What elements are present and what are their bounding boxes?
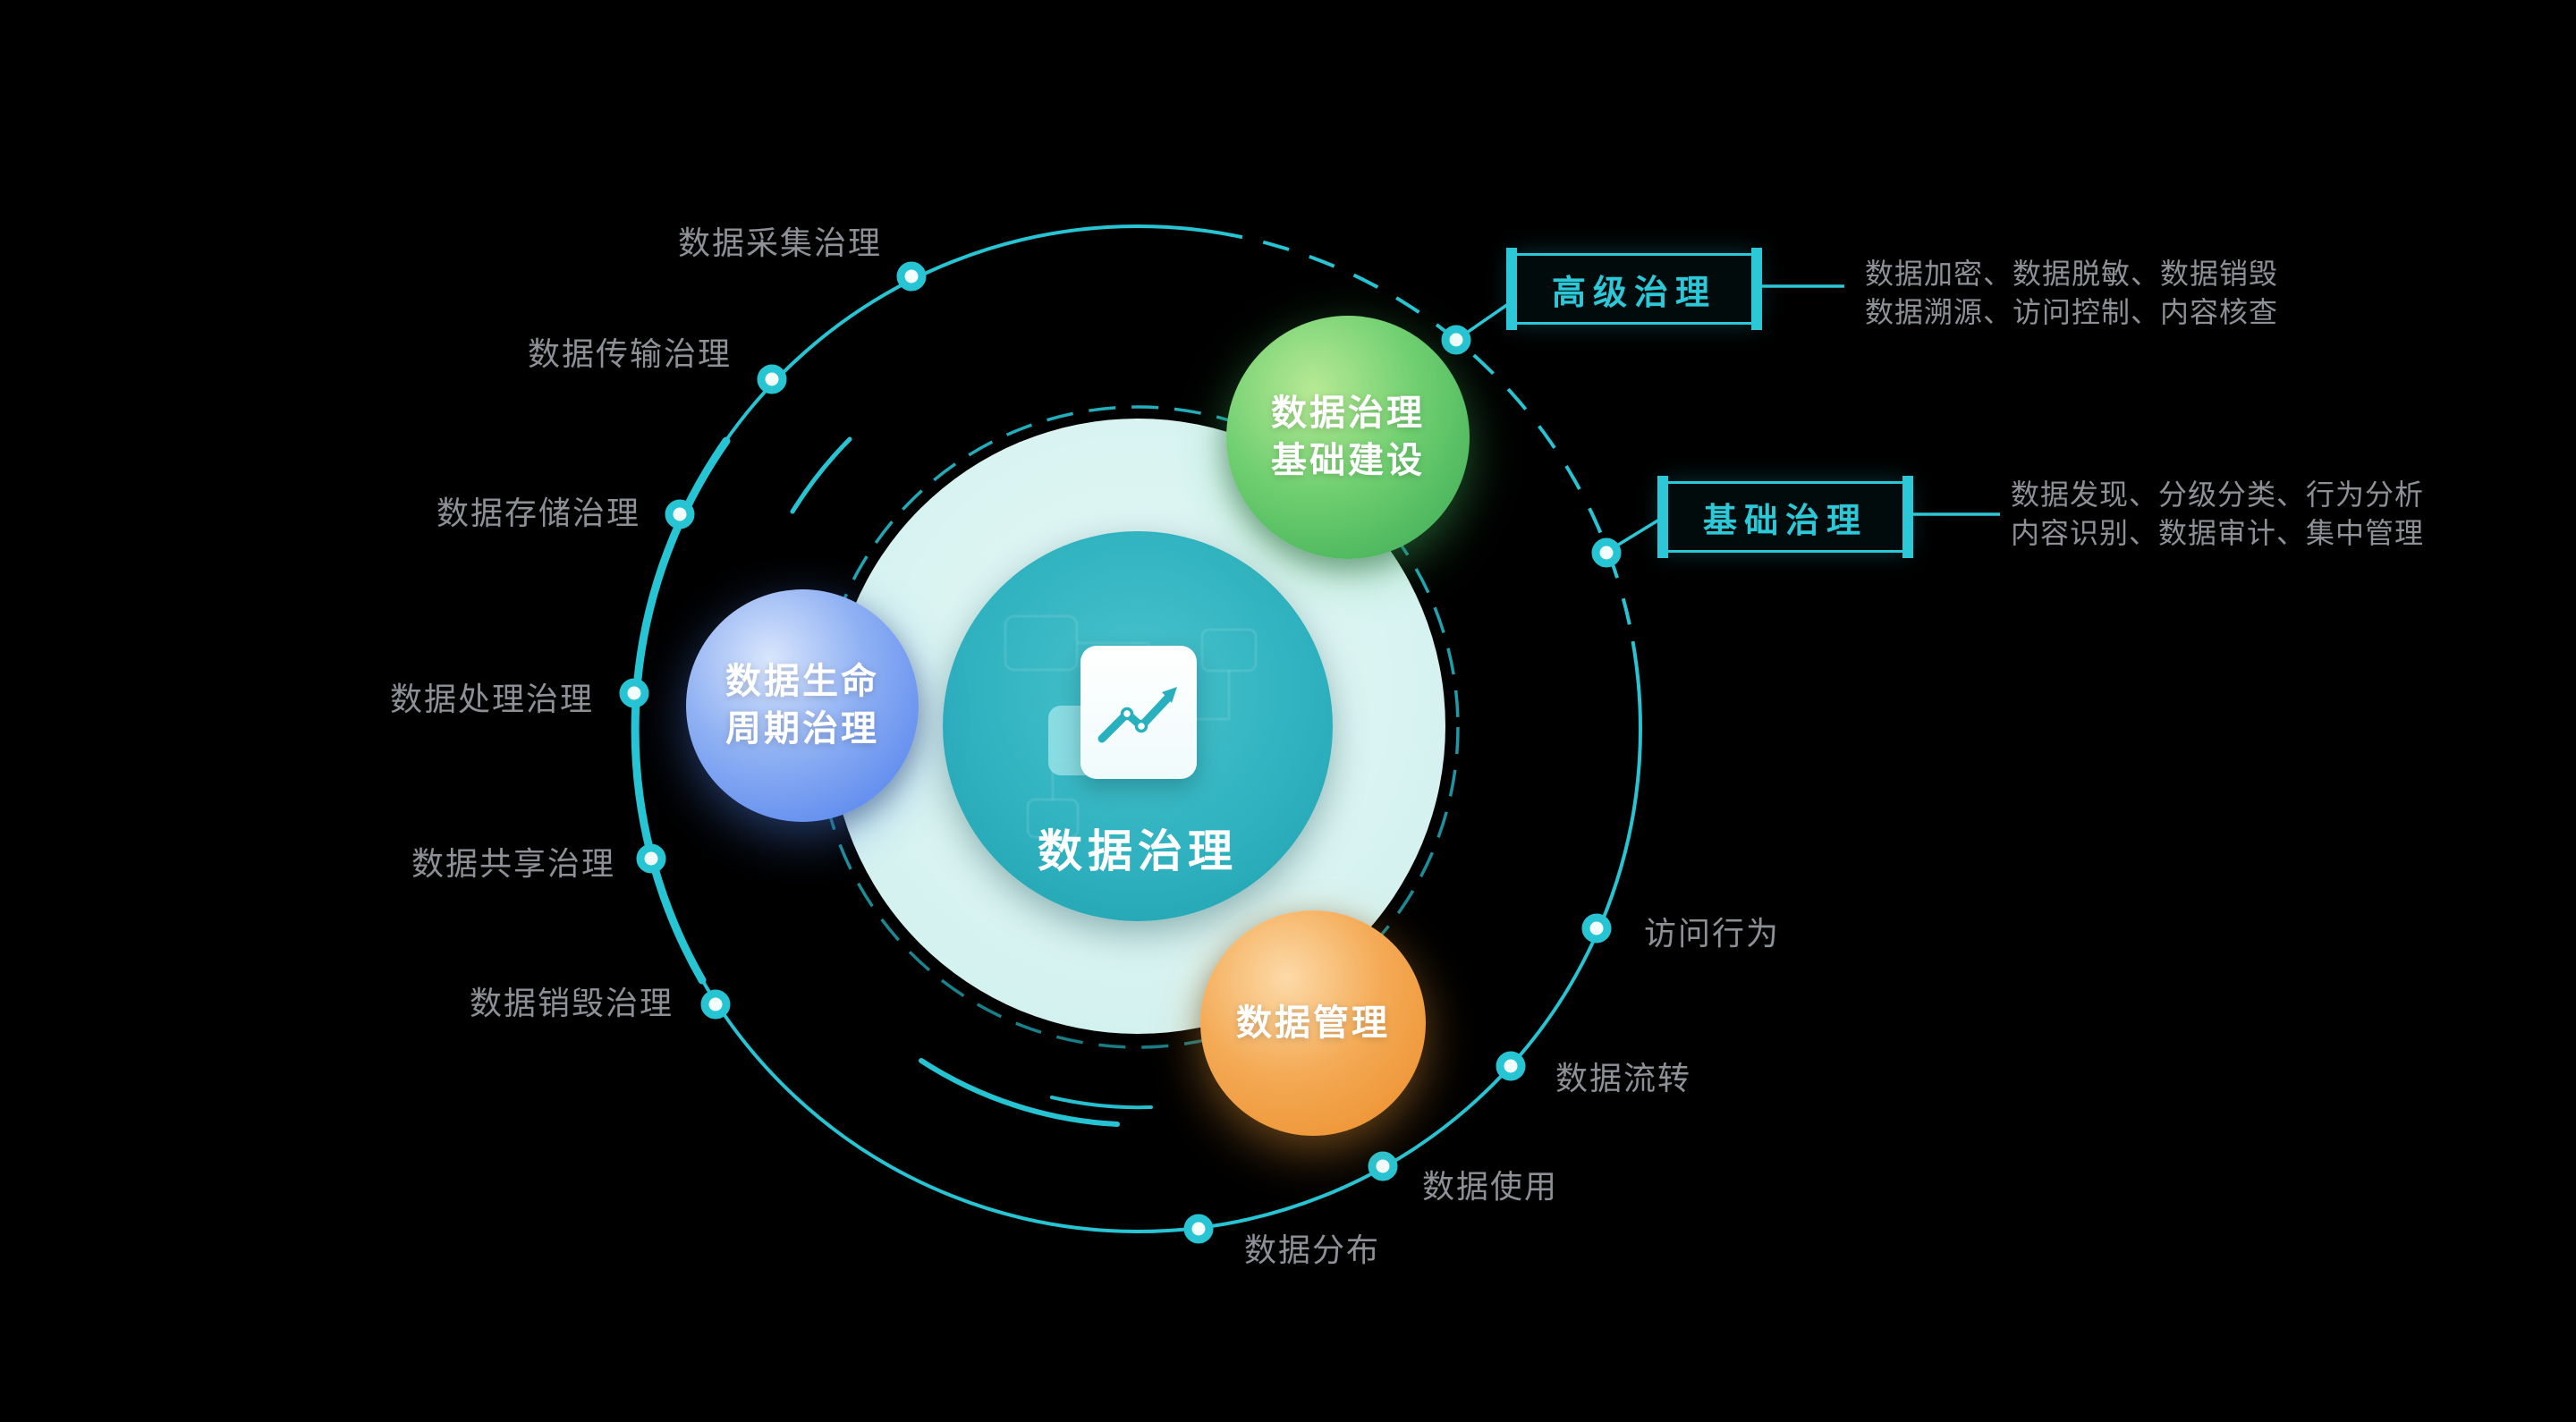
satellite-infrastructure: 数据治理 基础建设: [1226, 316, 1470, 559]
orbit-node: [619, 678, 649, 708]
lifecycle-label-destruction: 数据销毁治理: [469, 985, 674, 1021]
decorative-arc-topleft: [790, 436, 852, 514]
satellite-lifecycle: 数据生命 周期治理: [686, 589, 919, 822]
lifecycle-label-sharing: 数据共享治理: [411, 845, 615, 882]
orbit-node: [1183, 1214, 1214, 1244]
center-circle: 数据治理: [943, 531, 1333, 921]
lifecycle-label-processing: 数据处理治理: [389, 681, 594, 717]
chart-line-glyph: [1097, 687, 1177, 743]
orbit-node: [636, 843, 666, 874]
activity-label-data-usage: 数据使用: [1422, 1168, 1559, 1205]
decorative-arc-bottom-1: [919, 1058, 1120, 1127]
basic-governance-desc: 数据发现、分级分类、行为分析 内容识别、数据审计、集中管理: [2011, 476, 2424, 553]
connector-advanced-node: [1461, 299, 1514, 338]
lifecycle-label-storage: 数据存储治理: [436, 495, 640, 531]
center-title: 数据治理: [1038, 826, 1238, 876]
orbit-node: [1368, 1151, 1398, 1181]
orbit-node: [896, 261, 927, 292]
satellite-lifecycle-line1: 数据生命: [725, 662, 879, 701]
satellite-lifecycle-line2: 周期治理: [725, 709, 879, 749]
orbit-nodes: [619, 261, 1622, 1244]
orbit-node: [1441, 325, 1471, 355]
advanced-desc-line1: 数据加密、数据脱敏、数据销毁: [1865, 258, 2279, 290]
decorative-arc-bottom-2: [1050, 1096, 1153, 1110]
activity-label-access-behavior: 访问行为: [1644, 915, 1781, 952]
activity-label-data-distribution: 数据分布: [1244, 1232, 1381, 1268]
lifecycle-label-collection: 数据采集治理: [677, 224, 882, 261]
satellite-management: 数据管理: [1200, 910, 1426, 1136]
orbit-node: [1591, 537, 1622, 568]
basic-desc-line1: 数据发现、分级分类、行为分析: [2011, 478, 2425, 511]
basic-desc-line2: 内容识别、数据审计、集中管理: [2011, 517, 2425, 549]
basic-governance-badge: 基础治理: [1657, 476, 1913, 558]
satellite-management-line1: 数据管理: [1236, 1003, 1390, 1043]
satellite-infrastructure-line2: 基础建设: [1271, 441, 1425, 480]
advanced-desc-line2: 数据溯源、访问控制、内容核查: [1865, 296, 2279, 328]
orbit-node: [700, 989, 731, 1020]
satellite-infrastructure-line1: 数据治理: [1271, 394, 1425, 433]
lifecycle-label-transmission: 数据传输治理: [527, 335, 732, 372]
advanced-governance-badge: 高级治理: [1506, 248, 1762, 330]
center-icon-group: [943, 531, 1333, 921]
orbit-node: [665, 499, 695, 529]
orbit-node: [1496, 1051, 1526, 1081]
activity-label-data-flow: 数据流转: [1555, 1060, 1692, 1096]
line-chart-document-icon: [1080, 646, 1197, 779]
orbit-ring-dashed-segment: [1241, 233, 1637, 642]
orbit-node: [1581, 913, 1612, 944]
advanced-governance-desc: 数据加密、数据脱敏、数据销毁 数据溯源、访问控制、内容核查: [1865, 255, 2278, 332]
orbit-node: [757, 364, 787, 394]
